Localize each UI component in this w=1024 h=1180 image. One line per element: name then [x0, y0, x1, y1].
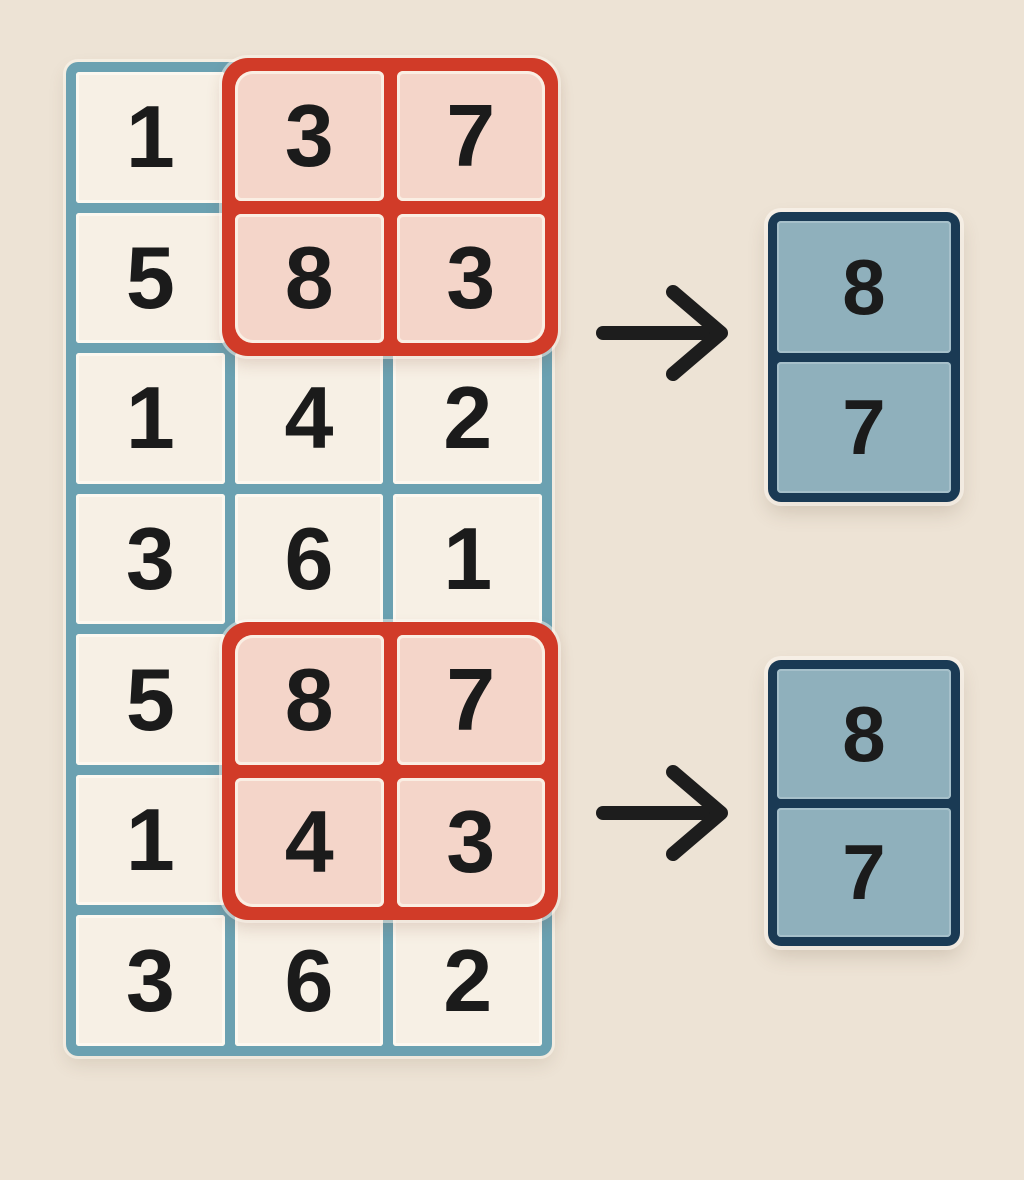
grid-cell: 4: [234, 353, 384, 484]
window-cell: 4: [235, 777, 384, 907]
output-box-1: 8 7: [768, 212, 960, 502]
grid-cell: 1: [76, 72, 225, 203]
grid-cell: 3: [76, 493, 225, 625]
grid-cell: 1: [393, 493, 542, 625]
grid-cell: 5: [76, 634, 225, 765]
grid-cell: 5: [76, 212, 225, 344]
grid-cell: 3: [76, 915, 225, 1046]
right-arrow-icon: [596, 285, 728, 381]
grid-cell: 1: [76, 353, 225, 484]
grid-cell: 1: [76, 774, 225, 906]
grid-cell: 6: [234, 493, 384, 625]
output-cell: 8: [777, 669, 951, 799]
window-cell: 3: [396, 777, 545, 907]
window-cell: 7: [396, 635, 545, 765]
output-cell: 7: [777, 361, 951, 493]
grid-cell: 6: [234, 915, 384, 1046]
window-cell: 7: [396, 71, 545, 201]
window-cell: 3: [396, 213, 545, 343]
window-cell: 3: [235, 71, 384, 201]
output-cell: 8: [777, 221, 951, 353]
right-arrow-icon: [596, 765, 728, 861]
pooling-window-1: 3 7 8 3: [222, 58, 558, 356]
output-box-2: 8 7: [768, 660, 960, 946]
grid-cell: 2: [393, 915, 542, 1046]
grid-cell: 2: [393, 353, 542, 484]
pooling-window-2: 8 7 4 3: [222, 622, 558, 920]
window-cell: 8: [235, 213, 384, 343]
window-cell: 8: [235, 635, 384, 765]
output-cell: 7: [777, 807, 951, 937]
